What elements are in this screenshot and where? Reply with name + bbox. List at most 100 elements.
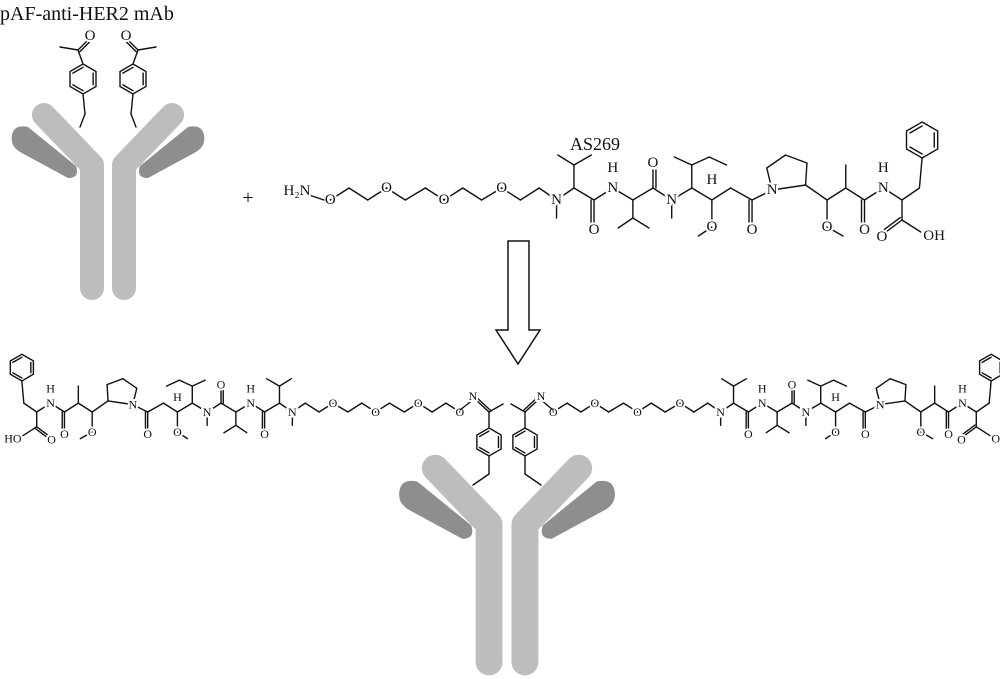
bond <box>652 187 673 201</box>
stereo-bond <box>901 187 921 201</box>
bond <box>79 113 86 128</box>
bond <box>732 402 750 413</box>
double-bond <box>475 399 490 413</box>
aromatic-bond <box>478 446 490 454</box>
bond <box>632 187 654 201</box>
as269-atom-label: O <box>859 222 870 238</box>
bond <box>329 187 350 201</box>
as269-atom-label: O <box>747 222 758 238</box>
bond <box>832 379 848 387</box>
as269-atom-label: OH <box>923 228 945 244</box>
conjugate-right-atom-label: O <box>788 378 797 392</box>
stereo-bond <box>807 379 822 387</box>
bond <box>804 184 828 201</box>
aromatic-bond <box>514 446 526 454</box>
as269-atom-label: N <box>767 182 778 198</box>
double-bond <box>476 397 492 412</box>
conjugate-right-atom-label: O <box>831 425 840 439</box>
bond <box>417 402 433 413</box>
oxime-nitrogen-label: N <box>469 389 478 403</box>
conjugate-right-atom-label: O <box>744 427 753 441</box>
as269-atom-label: O <box>381 180 392 196</box>
bond <box>904 383 907 402</box>
heavy-chain-left <box>421 454 503 676</box>
bond <box>539 398 554 411</box>
bond <box>472 473 490 486</box>
bond <box>889 378 907 386</box>
aromatic-bond <box>12 372 23 379</box>
bond <box>278 378 293 387</box>
bond <box>901 219 922 233</box>
bond <box>106 378 124 386</box>
bond <box>784 154 808 164</box>
bond <box>459 398 475 411</box>
double-bond <box>962 424 976 435</box>
bond <box>920 431 934 440</box>
bond <box>480 187 503 201</box>
bond <box>573 154 593 166</box>
bond <box>875 387 881 406</box>
as269-atom-label: O <box>589 222 600 238</box>
stereo-bond <box>673 156 693 166</box>
bond <box>404 187 427 201</box>
bond <box>361 402 377 413</box>
bond <box>679 402 695 413</box>
paf-ring-left <box>69 63 97 95</box>
bond <box>130 113 137 128</box>
as269-atom-label: H <box>878 160 889 176</box>
aromatic-bond <box>122 84 134 92</box>
heavy-chain-right <box>112 103 184 300</box>
double-bond <box>77 39 89 51</box>
conjugate-left-atom-label: O <box>143 427 152 441</box>
conjugate-left-atom-label: H <box>46 381 55 395</box>
bond <box>636 402 652 413</box>
bond <box>776 402 793 413</box>
bond <box>519 187 540 201</box>
oxime-ring-right <box>512 427 538 457</box>
double-bond <box>524 399 539 413</box>
carbonyl-oxygen-label: O <box>85 28 96 44</box>
conjugate-left-phenyl-ring <box>9 353 35 382</box>
conjugate-left-atom-label: H <box>246 381 255 395</box>
conjugate-right-atom-label: N <box>876 398 885 412</box>
heavy-chain-right <box>511 454 593 676</box>
bond <box>729 187 753 201</box>
bond <box>691 156 710 166</box>
double-bond <box>36 426 50 437</box>
stereo-bond <box>191 379 206 387</box>
bond <box>771 184 807 191</box>
bond <box>671 187 693 201</box>
conjugate-right-atom-label: H <box>958 381 967 395</box>
bond <box>612 187 634 201</box>
double-bond <box>125 41 137 53</box>
bond <box>265 378 281 387</box>
conjugate-right-atom-label: O <box>676 396 685 410</box>
bond <box>367 187 388 201</box>
stereo-bond <box>23 402 38 413</box>
aromatic-bond <box>72 84 84 92</box>
bond <box>708 156 728 166</box>
bond <box>500 187 522 201</box>
as269-atom-label: N <box>551 192 562 208</box>
conjugate-left-atom-label: N <box>46 396 55 410</box>
bond <box>79 431 93 440</box>
bond <box>824 431 837 440</box>
bond <box>697 226 713 237</box>
double-bond <box>522 397 538 412</box>
bond <box>826 226 844 237</box>
bond <box>720 378 735 387</box>
bond <box>719 402 735 413</box>
bond <box>318 402 334 413</box>
bond <box>388 402 406 413</box>
bond <box>593 187 614 201</box>
bond <box>235 424 248 434</box>
bond <box>975 426 991 437</box>
bond <box>91 400 109 413</box>
double-bond <box>883 216 901 231</box>
bond <box>524 473 542 486</box>
bond <box>403 402 419 413</box>
bond <box>875 378 891 390</box>
conjugate-right-atom-label: OH <box>991 432 1000 446</box>
as269-atom-label: H <box>706 172 717 188</box>
